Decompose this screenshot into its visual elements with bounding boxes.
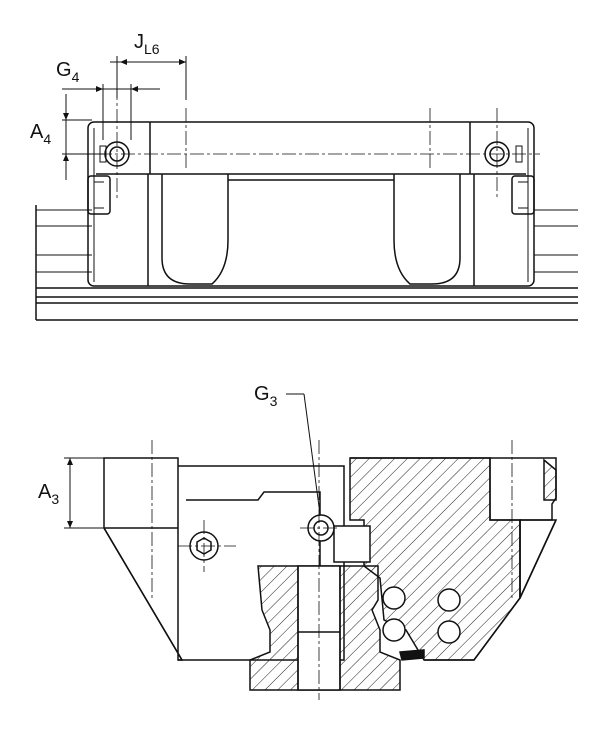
label-jl6: JL6 [134,31,160,57]
leader-g3 [286,393,321,515]
label-g4: G4 [56,59,80,85]
label-a4: A4 [30,121,51,147]
label-a3: A3 [38,481,59,507]
dim-jl6 [110,56,187,100]
dim-g4 [62,84,160,140]
side-view [35,56,578,321]
end-seals [87,175,535,215]
dim-a4 [62,94,106,180]
rail [35,205,578,321]
carriage-body [87,121,535,287]
left-flange [103,457,184,661]
section-view [64,393,558,700]
label-g3: G3 [254,383,278,409]
balls [382,586,461,644]
dimension-labels: JL6 G4 A4 G3 A3 [30,31,278,507]
dim-a3 [64,457,104,529]
